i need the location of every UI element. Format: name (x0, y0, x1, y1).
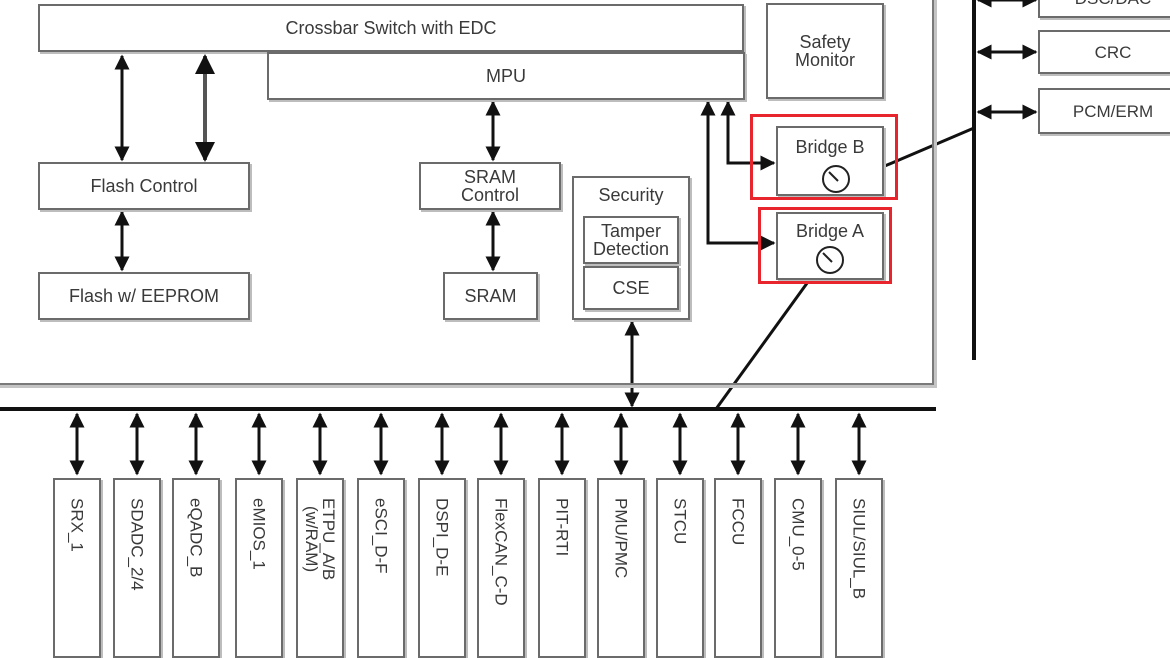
mpu-block[interactable]: MPU (267, 52, 745, 100)
bridge-a-clock-icon (816, 246, 844, 274)
bottom-peripheral-label: SRX_1 (67, 498, 87, 552)
bottom-peripheral-6[interactable]: DSPI_D-E (418, 478, 466, 658)
right-peripheral-2[interactable]: PCM/ERM (1038, 88, 1170, 134)
bridge-b-highlight (750, 114, 898, 200)
bridge-a-block[interactable]: Bridge A (776, 212, 884, 280)
bottom-peripheral-4[interactable]: ETPU_A/B (w/RAM) (296, 478, 344, 658)
sram-control-block[interactable]: SRAM Control (419, 162, 561, 210)
tamper-detection-block[interactable]: Tamper Detection (583, 216, 679, 264)
bottom-peripheral-label: SDADC_2/4 (127, 498, 147, 591)
bottom-peripheral-8[interactable]: PIT-RTI (538, 478, 586, 658)
bottom-peripheral-9[interactable]: PMU/PMC (597, 478, 645, 658)
bottom-peripheral-label: eSCI_D-F (371, 498, 391, 574)
bridge-a-highlight (758, 207, 892, 284)
bottom-peripheral-0[interactable]: SRX_1 (53, 478, 101, 658)
bottom-peripheral-label: DSPI_D-E (432, 498, 452, 577)
bottom-peripheral-label: eMIOS_1 (249, 498, 269, 570)
bottom-peripheral-13[interactable]: SIUL/SIUL_B (835, 478, 883, 658)
sram-block[interactable]: SRAM (443, 272, 538, 320)
cse-block[interactable]: CSE (583, 266, 679, 310)
bottom-peripheral-label: PMU/PMC (611, 498, 631, 579)
bottom-peripheral-label: STCU (670, 498, 690, 545)
bottom-peripheral-2[interactable]: eQADC_B (172, 478, 220, 658)
bottom-peripheral-label: eQADC_B (186, 498, 206, 578)
bottom-peripheral-10[interactable]: STCU (656, 478, 704, 658)
security-label: Security (598, 185, 664, 205)
bottom-peripheral-label: FCCU (728, 498, 748, 546)
platform-frame (0, 0, 934, 385)
flash-eeprom-block[interactable]: Flash w/ EEPROM (38, 272, 250, 320)
bottom-peripheral-5[interactable]: eSCI_D-F (357, 478, 405, 658)
bottom-peripheral-1[interactable]: SDADC_2/4 (113, 478, 161, 658)
bottom-peripheral-label: PIT-RTI (552, 498, 572, 557)
bottom-peripheral-label: ETPU_A/B (w/RAM) (302, 498, 338, 581)
right-peripheral-1[interactable]: CRC (1038, 30, 1170, 74)
bottom-peripheral-label: FlexCAN_C-D (491, 498, 511, 606)
bridge-a-label: Bridge A (795, 221, 865, 241)
bottom-peripheral-11[interactable]: FCCU (714, 478, 762, 658)
bottom-peripheral-7[interactable]: FlexCAN_C-D (477, 478, 525, 658)
bottom-peripheral-3[interactable]: eMIOS_1 (235, 478, 283, 658)
bottom-peripheral-label: CMU_0-5 (788, 498, 808, 571)
safety-monitor-block[interactable]: Safety Monitor (766, 3, 884, 99)
flash-control-block[interactable]: Flash Control (38, 162, 250, 210)
bottom-peripheral-12[interactable]: CMU_0-5 (774, 478, 822, 658)
bridge-b-clock-icon (822, 165, 850, 193)
right-peripheral-0[interactable]: DSC/DAC (1038, 0, 1170, 18)
crossbar-switch-block[interactable]: Crossbar Switch with EDC (38, 4, 744, 52)
bottom-peripheral-label: SIUL/SIUL_B (849, 498, 869, 600)
bridge-b-label: Bridge B (795, 137, 865, 157)
